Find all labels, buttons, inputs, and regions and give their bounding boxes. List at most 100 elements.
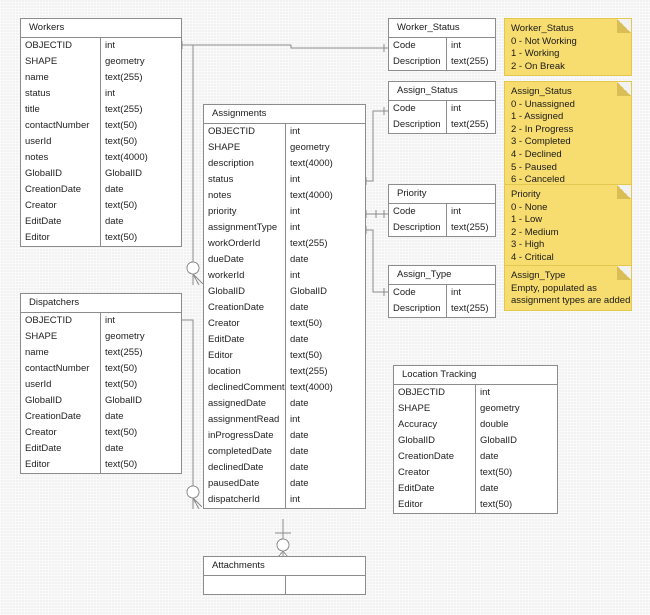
field-name: status [21, 86, 101, 102]
note-line: 4 - Declined [511, 148, 562, 160]
field-type: int [105, 315, 116, 326]
field-name: GlobalID [204, 284, 286, 300]
field-name: SHAPE [21, 329, 101, 345]
field-type: GlobalID [105, 168, 142, 179]
field-name: OBJECTID [21, 313, 101, 329]
field-type: text(255) [451, 303, 489, 314]
field-type: text(255) [290, 238, 328, 249]
note-line: 3 - High [511, 239, 545, 251]
field-type: text(50) [105, 459, 138, 470]
field-name: EditDate [394, 481, 476, 497]
entity-workers-title: Workers [21, 19, 181, 38]
field-name: CreationDate [21, 182, 101, 198]
field-name: Creator [394, 465, 476, 481]
note-line: 2 - In Progress [511, 123, 574, 135]
field-type: GlobalID [290, 286, 327, 297]
note-line: 6 - Canceled [511, 174, 565, 186]
field-type: text(50) [105, 232, 138, 243]
table-row: GlobalID GlobalID [204, 284, 365, 300]
field-type: text(255) [451, 56, 489, 67]
field-type: date [105, 411, 124, 422]
field-name: Description [389, 301, 447, 317]
field-type: text(255) [105, 347, 143, 358]
field-type: int [105, 40, 116, 51]
note-line: 0 - Not Working [511, 35, 577, 47]
field-name: Accuracy [394, 417, 476, 433]
field-name: SHAPE [204, 140, 286, 156]
field-type: date [290, 430, 309, 441]
entity-attachments[interactable]: Attachments [203, 556, 366, 595]
field-type: text(255) [105, 72, 143, 83]
zero-marker-workers-assignments [186, 261, 200, 275]
field-type: int [451, 103, 462, 114]
field-name [204, 576, 286, 594]
field-name: SHAPE [21, 54, 101, 70]
field-type: double [480, 419, 509, 430]
field-name: inProgressDate [204, 428, 286, 444]
field-type: int [105, 88, 116, 99]
field-name: Description [389, 54, 447, 70]
field-type: text(50) [480, 467, 513, 478]
entity-assign-type-title: Assign_Type [389, 266, 495, 285]
field-name: Code [389, 38, 447, 54]
crowsfoot-workers-assignments [192, 273, 203, 286]
field-type: geometry [480, 403, 520, 414]
note-priority-title: Priority [511, 189, 541, 200]
field-name: OBJECTID [394, 385, 476, 401]
note-line: 1 - Working [511, 48, 560, 60]
field-name: GlobalID [394, 433, 476, 449]
field-type: text(4000) [290, 190, 333, 201]
note-line: assignment types are added [511, 295, 631, 307]
field-type: date [290, 254, 309, 265]
note-line: 0 - Unassigned [511, 98, 575, 110]
wire-assignments-status-to-assign-status [366, 110, 388, 182]
field-name: OBJECTID [21, 38, 101, 54]
note-line: 2 - On Break [511, 60, 565, 72]
field-type: date [480, 483, 499, 494]
field-type: int [451, 287, 462, 298]
field-name: Description [389, 220, 447, 236]
field-type: text(255) [451, 222, 489, 233]
field-type: text(50) [105, 379, 138, 390]
entity-assignments-title: Assignments [204, 105, 365, 124]
table-row: EditDate date [394, 481, 557, 497]
field-name: title [21, 102, 101, 118]
field-type: GlobalID [105, 395, 142, 406]
field-type: date [290, 398, 309, 409]
field-name: notes [21, 150, 101, 166]
table-row: location text(255) [204, 364, 365, 380]
field-type: text(255) [290, 366, 328, 377]
field-type: int [290, 270, 301, 281]
field-type: text(4000) [105, 152, 148, 163]
field-type: text(50) [105, 363, 138, 374]
field-name: location [204, 364, 286, 380]
